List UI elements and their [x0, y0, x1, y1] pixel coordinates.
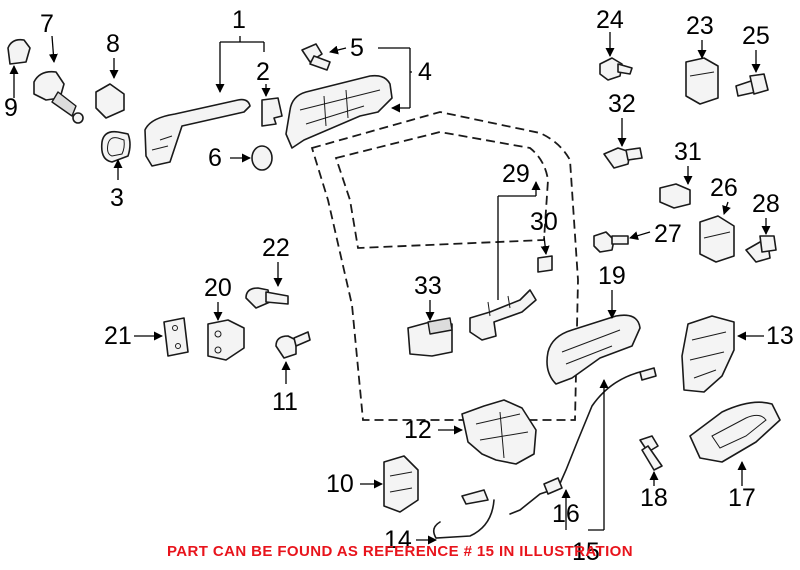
part-11-bolt	[275, 331, 311, 359]
part-17-handle-bezel	[689, 401, 781, 463]
callout-10: 10	[326, 470, 354, 498]
reference-note: PART CAN BE FOUND AS REFERENCE # 15 IN I…	[167, 543, 633, 560]
part-2-bracket	[261, 97, 283, 127]
callout-labels: 1 2 3 4 5 6 7 8 9 10 11 12 13 14 15 16 1…	[4, 6, 794, 566]
part-10-latch-actuator	[383, 455, 419, 513]
part-33-pad	[407, 317, 453, 357]
callout-2: 2	[256, 58, 270, 86]
part-32-bolt	[603, 147, 643, 169]
callout-1: 1	[232, 6, 246, 34]
part-5-screw	[301, 43, 331, 71]
part-21-shim	[163, 317, 189, 357]
callout-21: 21	[104, 322, 132, 350]
callout-3: 3	[110, 184, 124, 212]
door-outline	[310, 111, 579, 421]
callout-5: 5	[350, 34, 364, 62]
callout-27: 27	[654, 220, 682, 248]
part-13-handle-housing	[681, 315, 735, 393]
callout-11: 11	[272, 388, 298, 416]
part-1-exterior-handle	[144, 98, 251, 167]
callout-18: 18	[640, 484, 668, 512]
part-29-check-strap	[469, 289, 537, 341]
callout-14: 14	[384, 526, 412, 554]
part-8-lock-bracket	[95, 83, 125, 119]
callout-23: 23	[686, 12, 714, 40]
part-26-lower-hinge	[699, 215, 735, 263]
callout-19: 19	[598, 262, 626, 290]
callout-13: 13	[766, 322, 794, 350]
callout-4: 4	[418, 58, 432, 86]
callout-6: 6	[208, 144, 222, 172]
callout-15: 15	[572, 538, 600, 566]
part-28-bolt	[745, 235, 777, 263]
callout-9: 9	[4, 94, 18, 122]
part-24-bolt	[599, 57, 633, 81]
part-3-gasket	[100, 130, 131, 163]
part-4-handle-carrier	[285, 74, 393, 149]
callout-24: 24	[596, 6, 624, 34]
callout-32: 32	[608, 90, 636, 118]
part-9-cap	[7, 38, 31, 65]
part-30-clip	[537, 255, 553, 273]
callout-16: 16	[552, 500, 580, 528]
leader-lines	[9, 32, 771, 545]
callout-22: 22	[262, 234, 290, 262]
part-7-lock-cylinder	[33, 70, 84, 124]
callout-26: 26	[710, 174, 738, 202]
callout-7: 7	[40, 10, 54, 38]
part-14-cable	[432, 489, 495, 539]
callout-20: 20	[204, 274, 232, 302]
part-6-plug	[251, 145, 273, 171]
callout-33: 33	[414, 272, 442, 300]
part-19-interior-handle	[546, 314, 641, 385]
part-18-bolt	[639, 435, 663, 471]
callout-25: 25	[742, 22, 770, 50]
callout-8: 8	[106, 30, 120, 58]
callout-30: 30	[530, 208, 558, 236]
callout-12: 12	[404, 416, 432, 444]
callout-28: 28	[752, 190, 780, 218]
callout-17: 17	[728, 484, 756, 512]
part-20-striker-plate	[207, 319, 245, 361]
callout-31: 31	[674, 138, 702, 166]
part-23-upper-hinge	[685, 57, 719, 105]
part-22-striker	[245, 287, 289, 309]
part-27-bolt	[593, 231, 629, 253]
callout-29: 29	[502, 160, 530, 188]
part-25-bolt	[735, 73, 769, 97]
part-31-bolt	[659, 183, 691, 209]
part-12-door-latch	[461, 399, 537, 465]
